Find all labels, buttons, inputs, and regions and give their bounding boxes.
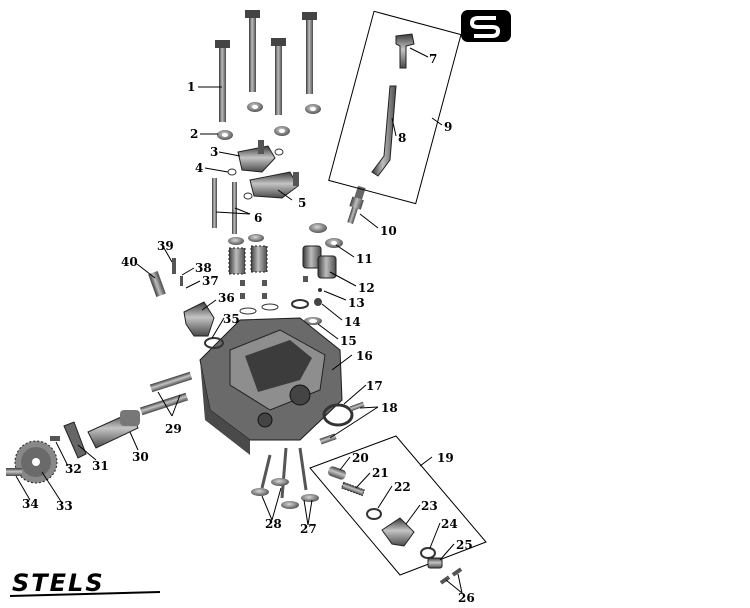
callout-20: 20: [352, 451, 369, 465]
valve-springs: [228, 234, 279, 315]
brand-wordmark-logo: STELS: [10, 569, 161, 597]
callout-23: 23: [421, 499, 438, 513]
leader-lines: [15, 47, 463, 594]
callout-24: 24: [441, 517, 458, 531]
fuel-injector: [148, 258, 183, 297]
callout-22: 22: [394, 480, 411, 494]
callout-31: 31: [92, 459, 109, 473]
callout-15: 15: [340, 334, 357, 348]
brand-wordmark-text: STELS: [12, 569, 105, 597]
callout-39: 39: [157, 239, 174, 253]
callout-27: 27: [300, 522, 317, 536]
plate-bolt: [50, 436, 60, 441]
spark-plug: [347, 185, 366, 224]
callout-5: 5: [298, 196, 307, 210]
callout-29: 29: [165, 422, 182, 436]
callout-11: 11: [356, 252, 373, 266]
callout-17: 17: [366, 379, 383, 393]
intake-manifold: [183, 301, 224, 349]
callout-36: 36: [218, 291, 235, 305]
callout-14: 14: [344, 315, 361, 329]
callout-34: 34: [22, 497, 39, 511]
rocker-arms: [227, 140, 299, 200]
retainer-plate: [63, 421, 87, 459]
o-ring: [322, 403, 354, 427]
callout-13: 13: [348, 296, 365, 310]
callout-6: 6: [254, 211, 263, 225]
callout-28: 28: [265, 517, 282, 531]
callout-4: 4: [195, 161, 204, 175]
callout-38: 38: [195, 261, 212, 275]
callout-19: 19: [437, 451, 454, 465]
callout-32: 32: [65, 462, 82, 476]
studs: [212, 178, 237, 234]
callout-30: 30: [132, 450, 149, 464]
cylinder-head: [199, 317, 343, 455]
callout-21: 21: [372, 466, 389, 480]
oil-dipstick-kit: [328, 10, 462, 205]
callout-18: 18: [381, 401, 398, 415]
cylinder-head-bolts: [215, 10, 317, 122]
bolt-washers: [217, 102, 321, 140]
callout-37: 37: [202, 274, 219, 288]
callout-40: 40: [121, 255, 138, 269]
callout-33: 33: [56, 499, 73, 513]
callout-25: 25: [456, 538, 473, 552]
callout-7: 7: [429, 52, 438, 66]
callout-10: 10: [380, 224, 397, 238]
camshaft: [87, 410, 140, 449]
callout-1: 1: [187, 80, 196, 94]
callout-8: 8: [398, 131, 407, 145]
callout-35: 35: [223, 312, 240, 326]
callout-2: 2: [190, 127, 199, 141]
callout-12: 12: [358, 281, 375, 295]
callout-9: 9: [444, 120, 453, 134]
callout-3: 3: [210, 145, 219, 159]
tappets-and-seals: [291, 223, 343, 325]
cam-sprocket: [14, 440, 58, 484]
callout-26: 26: [458, 591, 475, 605]
rocker-shafts: [139, 371, 193, 416]
chain-tensioner-kit: [309, 435, 487, 585]
valves: [251, 447, 319, 509]
sprocket-bolt: [6, 468, 22, 476]
brand-badge-logo: [461, 10, 511, 42]
callout-16: 16: [356, 349, 373, 363]
